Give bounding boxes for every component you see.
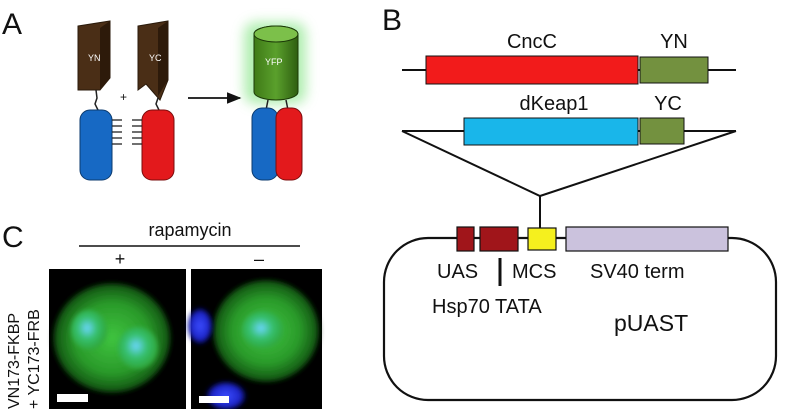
row-label-2: + YC173-FRB bbox=[26, 309, 43, 409]
panel-c: C rapamycin + – VN173-FKBP + YC173-FRB bbox=[2, 220, 322, 409]
row-label-2-group: + YC173-FRB bbox=[26, 309, 43, 409]
scale-bar-minus bbox=[199, 396, 229, 403]
yfp-label: YFP bbox=[265, 57, 283, 67]
rapamycin-label: rapamycin bbox=[148, 220, 231, 240]
nucleus-plus-1 bbox=[71, 310, 107, 350]
dkeap1-yc-construct: dKeap1 YC bbox=[401, 93, 737, 228]
yn-linker bbox=[94, 89, 99, 111]
yc-tag-label: YC bbox=[654, 93, 682, 115]
plus-sign: + bbox=[120, 90, 127, 104]
sv40-box bbox=[565, 226, 729, 252]
yc-tag-box bbox=[639, 117, 685, 145]
dkeap1-label: dKeap1 bbox=[520, 93, 589, 115]
panel-c-letter: C bbox=[2, 221, 24, 254]
panel-b: B CncC YN dKeap1 YC UAS bbox=[382, 4, 778, 402]
yc-fragment-side bbox=[158, 21, 168, 96]
puast-vector: UAS MCS SV40 term Hsp70 TATA pUAST bbox=[382, 226, 778, 402]
uas-label: UAS bbox=[437, 261, 478, 283]
cncc-box bbox=[425, 55, 639, 85]
panel-a: A YN + YC bbox=[2, 8, 306, 181]
yn-tag-box bbox=[639, 56, 709, 84]
red-receptor-ticks bbox=[132, 119, 142, 145]
dkeap1-box bbox=[463, 117, 639, 146]
yn-tag-label: YN bbox=[660, 31, 688, 53]
yc-linker bbox=[155, 97, 160, 111]
yn-construct: YN bbox=[77, 20, 122, 181]
nucleus-plus-2 bbox=[118, 327, 158, 369]
yfp-barrel-top bbox=[253, 25, 299, 43]
yn-fragment-side bbox=[100, 21, 110, 90]
micrograph-minus bbox=[186, 269, 322, 409]
uas-box bbox=[456, 226, 475, 252]
cncc-yn-construct: CncC YN bbox=[402, 31, 736, 85]
dimer-blue-receptor bbox=[251, 107, 279, 181]
yc-fragment-label: YC bbox=[149, 53, 162, 63]
dimer-red-receptor bbox=[275, 107, 303, 181]
mcs-label: MCS bbox=[512, 261, 556, 283]
yfp-complex: YFP bbox=[244, 22, 306, 181]
mcs-box bbox=[527, 227, 557, 251]
condition-plus: + bbox=[115, 249, 126, 269]
hsp70-label: Hsp70 TATA bbox=[432, 296, 542, 318]
blue-blob-1 bbox=[186, 306, 214, 346]
row-label-1: VN173-FKBP bbox=[6, 313, 23, 409]
hsp70-box bbox=[479, 226, 519, 252]
blue-receptor-ticks bbox=[112, 119, 122, 145]
sv40-label: SV40 term bbox=[590, 261, 684, 283]
scale-bar-plus bbox=[57, 394, 88, 402]
micrograph-plus bbox=[49, 269, 186, 409]
yc-construct: YC bbox=[132, 20, 175, 181]
panel-b-letter: B bbox=[382, 4, 402, 37]
red-receptor bbox=[141, 109, 175, 181]
blue-receptor bbox=[79, 109, 113, 181]
cncc-label: CncC bbox=[507, 31, 557, 53]
row-label-1-group: VN173-FKBP bbox=[6, 313, 23, 409]
vector-name: pUAST bbox=[614, 310, 688, 336]
nucleus-minus bbox=[242, 311, 284, 349]
panel-a-letter: A bbox=[2, 8, 22, 41]
yn-fragment-label: YN bbox=[88, 53, 101, 63]
condition-minus: – bbox=[254, 249, 264, 269]
